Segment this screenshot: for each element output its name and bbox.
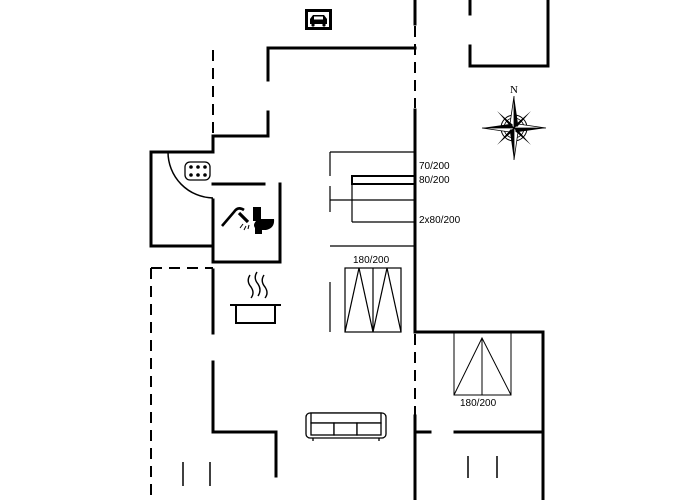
bed-single-a	[329, 151, 415, 176]
shower-icon	[221, 207, 250, 231]
bed-label-80-200: 80/200	[419, 175, 450, 186]
walls	[149, 0, 550, 500]
bed-label-180-200-mid: 180/200	[353, 255, 390, 266]
bed-label-2x80-200: 2x80/200	[419, 215, 461, 226]
bed-double-right	[453, 332, 512, 396]
whirlpool-icon	[167, 151, 214, 199]
bed-twin	[329, 184, 415, 223]
open-terrace-edges	[150, 26, 416, 500]
window-marks	[182, 456, 498, 486]
toilet-icon	[253, 207, 275, 234]
sofa-icon	[305, 412, 387, 441]
cooking-pot-icon	[230, 271, 281, 324]
bed-label-180-200-right: 180/200	[460, 398, 497, 409]
compass-rose-icon	[481, 95, 547, 161]
bed-label-70-200: 70/200	[419, 161, 450, 172]
bed-double-mid	[329, 245, 415, 333]
car-icon	[305, 9, 332, 30]
compass-north-label: N	[510, 84, 518, 96]
bed-single-b	[351, 175, 416, 185]
